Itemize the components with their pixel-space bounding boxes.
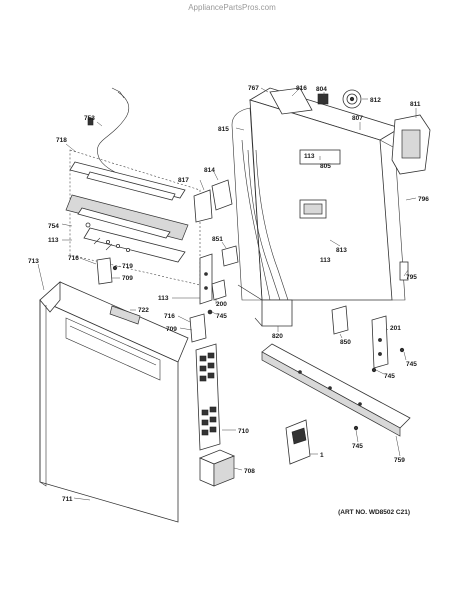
callout-816: 816 bbox=[296, 85, 307, 92]
callout-709-a: 709 bbox=[122, 275, 133, 282]
leader-lines bbox=[37, 87, 417, 501]
vent-cap-804 bbox=[317, 93, 329, 105]
callout-807: 807 bbox=[352, 115, 363, 122]
bottom-trim-759 bbox=[261, 343, 411, 437]
callout-813: 813 bbox=[336, 247, 347, 254]
screw-745-c bbox=[353, 425, 359, 431]
panel-817 bbox=[193, 189, 213, 223]
callout-804: 804 bbox=[316, 86, 327, 93]
screw-745-b bbox=[371, 367, 377, 373]
bracket-201 bbox=[371, 315, 389, 369]
latch-200 bbox=[211, 279, 227, 301]
callout-753: 753 bbox=[84, 115, 95, 122]
latch-850 bbox=[331, 305, 349, 335]
callout-200: 200 bbox=[216, 301, 227, 308]
callout-716-b: 716 bbox=[164, 313, 175, 320]
manual-1 bbox=[285, 419, 311, 465]
callout-713: 713 bbox=[28, 258, 39, 265]
vent-assembly-811 bbox=[391, 114, 431, 175]
callout-716-a: 716 bbox=[68, 255, 79, 262]
callout-820: 820 bbox=[272, 333, 283, 340]
bracket-716-left bbox=[96, 257, 113, 285]
callout-815: 815 bbox=[218, 126, 229, 133]
callout-754: 754 bbox=[48, 223, 59, 230]
callout-113-d: 113 bbox=[158, 295, 169, 302]
callout-805: 805 bbox=[320, 163, 331, 170]
callout-745-a: 745 bbox=[216, 313, 227, 320]
callout-767: 767 bbox=[248, 85, 259, 92]
callout-850: 850 bbox=[340, 339, 351, 346]
art-number: (ART NO. WD8502 C21) bbox=[338, 509, 410, 516]
callout-759: 759 bbox=[394, 457, 405, 464]
callout-710: 710 bbox=[238, 428, 249, 435]
callout-811: 811 bbox=[410, 101, 421, 108]
callout-708: 708 bbox=[244, 468, 255, 475]
callout-745-b: 745 bbox=[406, 361, 417, 368]
bracket-716-right bbox=[189, 313, 207, 343]
screw-745-a bbox=[399, 347, 405, 353]
site-watermark: AppliancePartsPros.com bbox=[188, 3, 276, 12]
callout-851: 851 bbox=[212, 236, 223, 243]
callout-719: 719 bbox=[122, 263, 133, 270]
callout-718: 718 bbox=[56, 137, 67, 144]
inner-door-liner bbox=[231, 87, 406, 327]
callout-745-d: 745 bbox=[352, 443, 363, 450]
block-708 bbox=[198, 449, 236, 487]
callout-labels: 767 816 804 812 811 815 807 113 805 753 … bbox=[28, 85, 429, 503]
callout-745-c: 745 bbox=[384, 373, 395, 380]
callout-709-b: 709 bbox=[166, 326, 177, 333]
door-top-vent-816 bbox=[269, 87, 313, 115]
callout-711: 711 bbox=[62, 496, 73, 503]
hinge-795 bbox=[399, 261, 409, 281]
callout-796: 796 bbox=[418, 196, 429, 203]
outer-door-panel bbox=[39, 281, 189, 523]
callout-201: 201 bbox=[390, 325, 401, 332]
callout-814: 814 bbox=[204, 167, 215, 174]
keypad-710 bbox=[195, 343, 221, 451]
vent-fan-812 bbox=[342, 89, 362, 109]
control-panel-assembly bbox=[65, 87, 201, 286]
bracket-709-center bbox=[199, 253, 213, 305]
detergent-814 bbox=[211, 179, 233, 211]
callout-113-b: 113 bbox=[320, 257, 331, 264]
switch-851 bbox=[221, 245, 239, 267]
callout-113-c: 113 bbox=[48, 237, 59, 244]
callout-812: 812 bbox=[370, 97, 381, 104]
callout-722: 722 bbox=[138, 307, 149, 314]
callout-795: 795 bbox=[406, 274, 417, 281]
callout-817: 817 bbox=[178, 177, 189, 184]
callout-113-a: 113 bbox=[304, 153, 315, 160]
callout-1: 1 bbox=[320, 452, 324, 459]
